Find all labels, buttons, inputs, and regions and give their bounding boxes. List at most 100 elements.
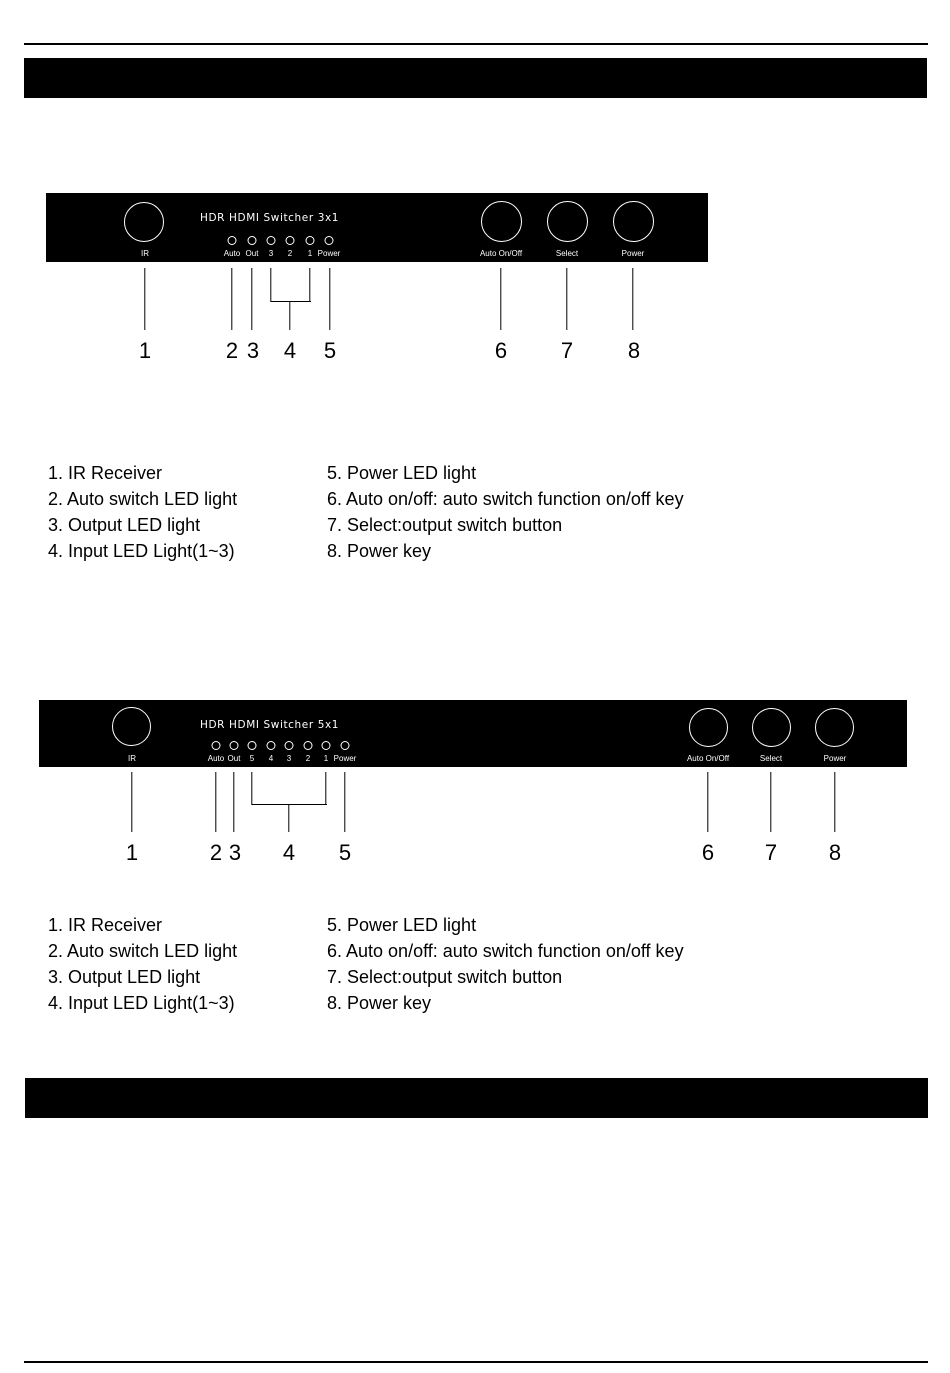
legend-item-6: 6. Auto on/off: auto switch function on/… (327, 489, 684, 509)
input-1-label: 1 (307, 249, 313, 258)
bottom-rule (24, 1361, 928, 1363)
callout-5-5x1: 5 (338, 840, 352, 865)
input-3-led (266, 236, 276, 245)
input-2-label-5x1: 2 (305, 754, 311, 763)
ir-label-5x1: IR (128, 754, 136, 763)
legend-5x1-item-4: 4. Input LED Light(1~3) (48, 993, 235, 1013)
callout-1-5x1: 1 (125, 840, 139, 865)
power-button-5x1[interactable] (815, 708, 854, 747)
out-led-label-5x1: Out (227, 754, 241, 763)
leader-line-6-5x1 (707, 772, 709, 832)
callout-4-5x1: 4 (282, 840, 296, 865)
callout-6-5x1: 6 (701, 840, 715, 865)
callout-7-5x1: 7 (764, 840, 778, 865)
panel-title-3x1: HDR HDMI Switcher 3x1 (200, 212, 340, 224)
legend-item-7: 7. Select:output switch button (327, 515, 563, 535)
callout-4: 4 (283, 338, 297, 363)
leader-line-7 (566, 268, 568, 330)
leader-line-3 (251, 268, 253, 330)
callout-2: 2 (225, 338, 239, 363)
input-1-led-5x1 (321, 741, 331, 750)
power-label-5x1: Power (823, 754, 847, 763)
select-label: Select (555, 249, 579, 258)
auto-led-label-5x1: Auto (207, 754, 225, 763)
callout-8-5x1: 8 (828, 840, 842, 865)
input-5-led (247, 741, 257, 750)
select-label-5x1: Select (759, 754, 783, 763)
leader-line-4 (289, 301, 291, 330)
auto-onoff-button[interactable] (481, 201, 522, 242)
leader-line-5 (329, 268, 331, 330)
panel-title-5x1: HDR HDMI Switcher 5x1 (200, 719, 340, 731)
ir-receiver-window-5x1 (112, 707, 151, 746)
leader-line-1 (144, 268, 146, 330)
leader-line-4a-5x1 (251, 772, 253, 805)
leader-line-8-5x1 (834, 772, 836, 832)
auto-onoff-label: Auto On/Off (479, 249, 523, 258)
power-led-label-5x1: Power (333, 754, 357, 763)
input-3-label: 3 (268, 249, 274, 258)
legend-5x1-item-2: 2. Auto switch LED light (48, 941, 238, 961)
leader-line-6 (500, 268, 502, 330)
power-label: Power (621, 249, 645, 258)
leader-line-4a (270, 268, 272, 302)
ir-label: IR (141, 249, 149, 258)
callout-8: 8 (627, 338, 641, 363)
callout-3: 3 (246, 338, 260, 363)
legend-item-1: 1. IR Receiver (48, 463, 163, 483)
auto-led-label: Auto (223, 249, 241, 258)
legend-item-2: 2. Auto switch LED light (48, 489, 238, 509)
out-led (247, 236, 257, 245)
input-2-label: 2 (287, 249, 293, 258)
legend-item-5: 5. Power LED light (327, 463, 477, 483)
legend-item-3: 3. Output LED light (48, 515, 201, 535)
legend-5x1-item-3: 3. Output LED light (48, 967, 201, 987)
leader-line-4-5x1 (288, 804, 290, 832)
input-4-led (266, 741, 276, 750)
leader-line-3-5x1 (233, 772, 235, 832)
leader-line-2-5x1 (215, 772, 217, 832)
power-led (324, 236, 334, 245)
input-4-label: 4 (268, 754, 274, 763)
section-header-bar-2 (25, 1078, 928, 1118)
legend-item-8: 8. Power key (327, 541, 432, 561)
input-3-label-5x1: 3 (286, 754, 292, 763)
callout-6: 6 (494, 338, 508, 363)
leader-line-2 (231, 268, 233, 330)
callout-3-5x1: 3 (228, 840, 242, 865)
legend-5x1-item-6: 6. Auto on/off: auto switch function on/… (327, 941, 684, 961)
auto-onoff-button-5x1[interactable] (689, 708, 728, 747)
select-button[interactable] (547, 201, 588, 242)
leader-line-4b (309, 268, 311, 302)
auto-onoff-label-5x1: Auto On/Off (686, 754, 730, 763)
input-1-led (305, 236, 315, 245)
legend-5x1-item-1: 1. IR Receiver (48, 915, 163, 935)
callout-2-5x1: 2 (209, 840, 223, 865)
leader-line-4b-5x1 (325, 772, 327, 805)
auto-led-5x1 (211, 741, 221, 750)
leader-line-5-5x1 (344, 772, 346, 832)
out-led-label: Out (245, 249, 259, 258)
auto-led (227, 236, 237, 245)
bracket-line-4 (271, 301, 311, 303)
power-led-5x1 (340, 741, 350, 750)
input-2-led (285, 236, 295, 245)
top-rule (24, 43, 928, 45)
legend-item-4: 4. Input LED Light(1~3) (48, 541, 235, 561)
callout-1: 1 (138, 338, 152, 363)
power-button[interactable] (613, 201, 654, 242)
select-button-5x1[interactable] (752, 708, 791, 747)
callout-5: 5 (323, 338, 337, 363)
input-2-led-5x1 (303, 741, 313, 750)
leader-line-7-5x1 (770, 772, 772, 832)
ir-receiver-window (124, 202, 164, 242)
legend-5x1-item-8: 8. Power key (327, 993, 432, 1013)
leader-line-8 (632, 268, 634, 330)
input-5-label: 5 (249, 754, 255, 763)
input-1-label-5x1: 1 (323, 754, 329, 763)
legend-5x1-item-5: 5. Power LED light (327, 915, 477, 935)
power-led-label: Power (317, 249, 341, 258)
legend-5x1-item-7: 7. Select:output switch button (327, 967, 563, 987)
leader-line-1-5x1 (131, 772, 133, 832)
out-led-5x1 (229, 741, 239, 750)
